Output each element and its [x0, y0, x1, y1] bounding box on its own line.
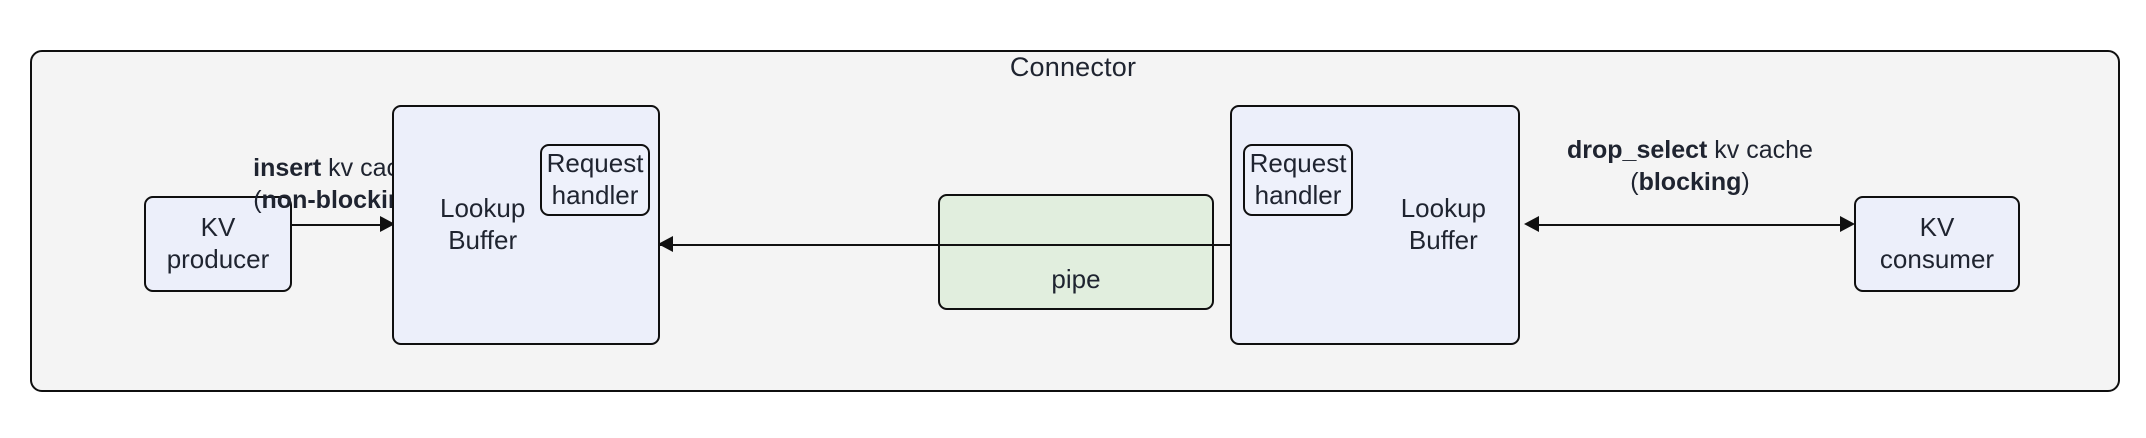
insert-paren-open: (	[253, 186, 262, 214]
request-handler-left-label: Request handler	[547, 148, 644, 211]
lookup-buffer-right-line1: Lookup	[1400, 193, 1486, 224]
drop-select-mode: blocking	[1638, 168, 1742, 196]
node-lookup-buffer-left[interactable]: Lookup Buffer	[392, 105, 660, 345]
node-kv-consumer[interactable]: KV consumer	[1854, 196, 2020, 292]
node-pipe[interactable]: pipe	[938, 194, 1214, 310]
arrow-producer-to-buffer-head-icon	[380, 216, 395, 232]
request-handler-left-line2: handler	[551, 180, 639, 210]
request-handler-right-line1: Request	[1249, 148, 1347, 179]
node-kv-consumer-label: KV consumer	[1880, 212, 1994, 275]
arrow-buffer-to-consumer-head-left-icon	[1524, 216, 1539, 232]
node-request-handler-left[interactable]: Request handler	[540, 144, 650, 216]
request-handler-right-line2: handler	[1254, 180, 1342, 210]
node-request-handler-right[interactable]: Request handler	[1243, 144, 1353, 216]
insert-keyword: insert	[253, 154, 322, 182]
kv-producer-line1: KV	[200, 212, 236, 243]
request-handler-right-label: Request handler	[1250, 148, 1347, 211]
node-kv-producer-label: KV producer	[167, 212, 270, 275]
drop-select-paren-open: (	[1630, 168, 1639, 196]
lookup-buffer-left-line1: Lookup	[440, 193, 526, 224]
lookup-buffer-left-label: Lookup Buffer	[440, 193, 525, 256]
arrow-buffer-to-buffer-head-icon	[658, 236, 673, 252]
node-kv-producer[interactable]: KV producer	[144, 196, 292, 292]
lookup-buffer-left-line2: Buffer	[448, 225, 518, 255]
drop-select-paren-close: )	[1741, 168, 1750, 196]
pipe-label: pipe	[1051, 264, 1101, 295]
lookup-buffer-right-label: Lookup Buffer	[1401, 193, 1486, 256]
node-lookup-buffer-right[interactable]: Lookup Buffer	[1230, 105, 1520, 345]
arrow-buffer-to-buffer-line	[660, 244, 1238, 246]
request-handler-left-line1: Request	[546, 148, 644, 179]
kv-producer-line2: producer	[166, 244, 270, 274]
drop-select-keyword: drop_select	[1567, 136, 1708, 164]
kv-consumer-line2: consumer	[1879, 244, 1995, 274]
drop-select-rest: kv cache	[1707, 136, 1813, 164]
lookup-buffer-right-line2: Buffer	[1408, 225, 1478, 255]
kv-consumer-line1: KV	[1919, 212, 1955, 243]
arrow-producer-to-buffer-line	[292, 224, 388, 226]
arrow-buffer-to-consumer-line	[1528, 224, 1850, 226]
arrow-buffer-to-consumer-head-right-icon	[1840, 216, 1855, 232]
connector-title: Connector	[1009, 52, 1137, 82]
edge-label-drop-select: drop_select kv cache (blocking)	[1540, 134, 1840, 198]
